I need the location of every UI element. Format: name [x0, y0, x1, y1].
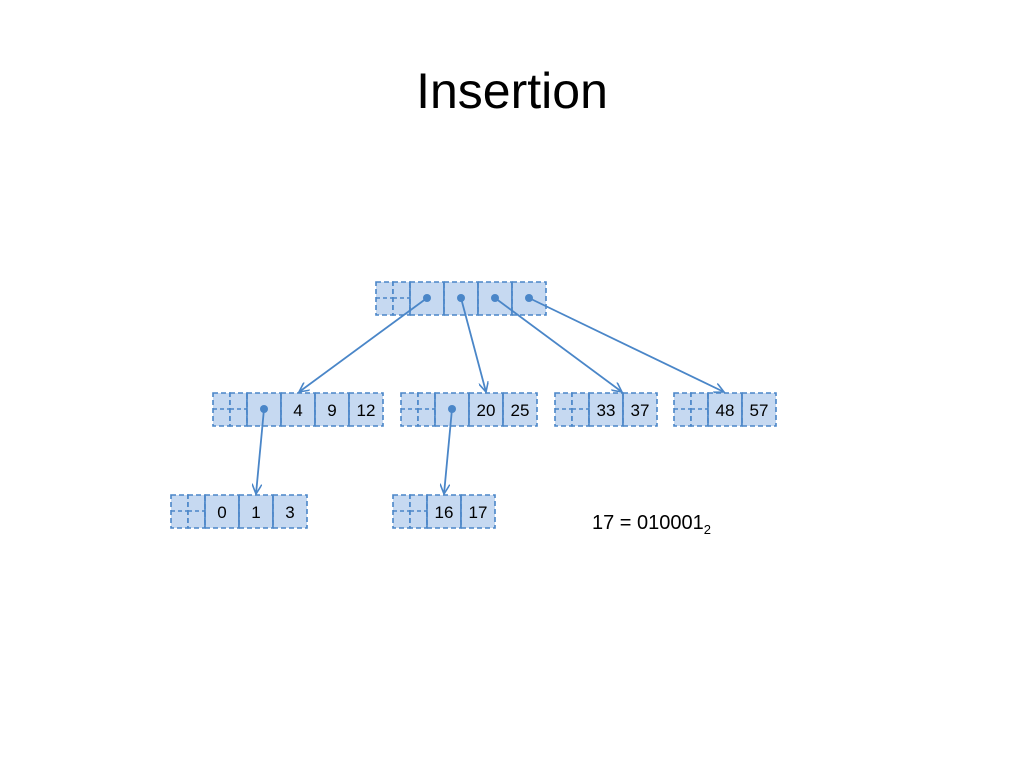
node-c: 33 37 [554, 392, 658, 427]
node-key: 20 [477, 401, 496, 420]
binary-equation: 17 = 0100012 [592, 512, 711, 537]
edge-root-to-a [299, 297, 428, 392]
node-e: 0 1 3 [170, 494, 308, 529]
node-key: 4 [293, 401, 302, 420]
node-a: 4 9 12 [212, 392, 384, 427]
node-f: 16 17 [392, 494, 496, 529]
edge-root-to-d [528, 297, 724, 392]
node-key: 1 [251, 503, 260, 522]
node-b: 20 25 [400, 392, 538, 427]
equation-base: 2 [703, 522, 712, 537]
edge-root-to-b [460, 297, 486, 392]
node-key: 25 [511, 401, 530, 420]
node-key: 57 [750, 401, 769, 420]
node-key: 48 [716, 401, 735, 420]
node-key: 17 [469, 503, 488, 522]
node-key: 3 [285, 503, 294, 522]
edge-b-to-f [444, 408, 453, 494]
edge-a-to-e [256, 408, 265, 494]
node-d: 48 57 [673, 392, 777, 427]
node-key: 33 [597, 401, 616, 420]
node-key: 12 [357, 401, 376, 420]
node-key: 9 [327, 401, 336, 420]
slide-title: Insertion [416, 63, 608, 119]
node-key: 37 [631, 401, 650, 420]
edge-root-to-c [494, 297, 622, 392]
equation-text: 17 = 010001 [592, 512, 704, 534]
node-key: 0 [217, 503, 226, 522]
node-key: 16 [435, 503, 454, 522]
